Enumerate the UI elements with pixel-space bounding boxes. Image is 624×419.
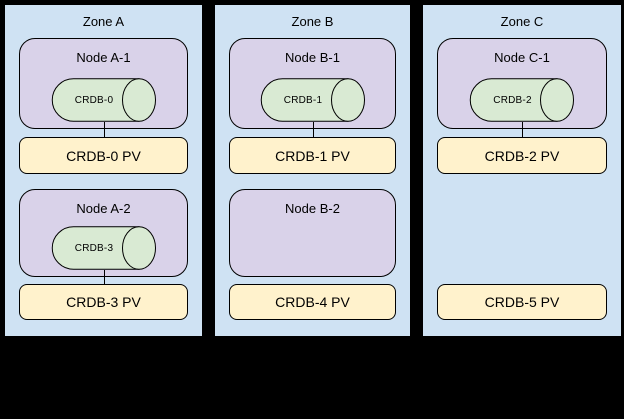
node-b2: Node B-2: [229, 189, 396, 277]
database-cylinder-icon: [51, 226, 156, 270]
crdb-3-pv-label: CRDB-3 PV: [66, 294, 141, 310]
crdb-2-pv: CRDB-2 PV: [437, 137, 607, 174]
node-c1: Node C-1 CRDB-2: [437, 38, 607, 129]
node-b1: Node B-1 CRDB-1: [229, 38, 396, 129]
node-a1-title: Node A-1: [76, 50, 131, 65]
crdb-3-pod: CRDB-3: [51, 226, 156, 270]
zone-a-title: Zone A: [82, 14, 125, 29]
crdb-0-pv: CRDB-0 PV: [19, 137, 188, 174]
connector-node-c1-to-pv: [522, 122, 523, 138]
crdb-4-pv: CRDB-4 PV: [229, 284, 396, 320]
crdb-0-pv-label: CRDB-0 PV: [66, 147, 141, 164]
crdb-2-pod-label: CRDB-2: [493, 94, 532, 106]
zone-a: Zone A Node A-1 CRDB-0 CRDB-0 PV Node A-…: [4, 4, 203, 337]
crdb-2-pod: CRDB-2: [469, 78, 575, 122]
node-a2-title: Node A-2: [76, 201, 131, 216]
connector-node-a2-to-pv: [103, 270, 105, 285]
crdb-0-pod: CRDB-0: [51, 78, 156, 122]
crdb-2-pv-label: CRDB-2 PV: [484, 147, 560, 164]
crdb-1-pv-label: CRDB-1 PV: [275, 147, 350, 164]
crdb-0-pod-label: CRDB-0: [74, 94, 114, 106]
node-a2: Node A-2 CRDB-3: [19, 189, 188, 277]
node-b1-title: Node B-1: [285, 50, 340, 65]
database-cylinder-icon: [51, 78, 156, 122]
crdb-3-pv: CRDB-3 PV: [19, 284, 188, 320]
zone-c: Zone C Node C-1 CRDB-2 CRDB-2 PV CRDB-5 …: [422, 4, 622, 337]
connector-node-b1-to-pv: [312, 122, 314, 138]
node-c1-title: Node C-1: [494, 50, 550, 65]
zone-b: Zone B Node B-1 CRDB-1 CRDB-1 PV Node B-…: [214, 4, 411, 337]
crdb-5-pv: CRDB-5 PV: [437, 284, 607, 320]
node-b2-title: Node B-2: [285, 201, 340, 216]
database-cylinder-icon: [260, 78, 365, 122]
crdb-3-pod-label: CRDB-3: [74, 242, 114, 254]
crdb-5-pv-label: CRDB-5 PV: [484, 294, 560, 310]
crdb-1-pod: CRDB-1: [260, 78, 365, 122]
node-a1: Node A-1 CRDB-0: [19, 38, 188, 129]
database-cylinder-icon: [469, 78, 574, 122]
crdb-1-pod-label: CRDB-1: [283, 94, 323, 106]
crdb-4-pv-label: CRDB-4 PV: [275, 294, 350, 310]
zone-b-title: Zone B: [291, 14, 334, 29]
zone-c-title: Zone C: [500, 14, 544, 29]
connector-node-a1-to-pv: [103, 122, 105, 138]
crdb-1-pv: CRDB-1 PV: [229, 137, 396, 174]
